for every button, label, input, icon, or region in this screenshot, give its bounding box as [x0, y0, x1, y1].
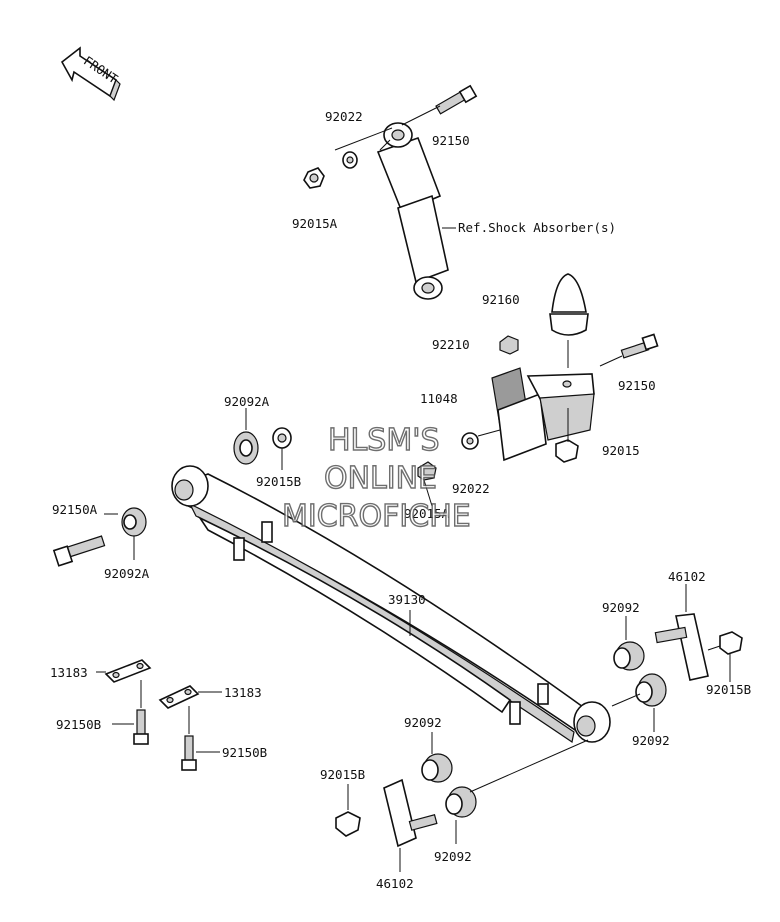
label-92150A: 92150A — [52, 502, 98, 517]
nut-92015B-bottom-icon — [335, 811, 361, 837]
label-92092A-bottom: 92092A — [104, 566, 150, 581]
leaf-spring-39130-icon — [171, 465, 611, 744]
bushing-92092-bottom-icon — [445, 786, 477, 818]
nut-92015B-right-icon — [719, 631, 743, 655]
shock-absorber-icon — [376, 122, 449, 300]
bolt-92150B-left-icon — [133, 709, 149, 745]
watermark-line1: HLSM'S — [328, 423, 440, 458]
bolt-92150B-right-icon — [181, 735, 197, 771]
bump-stop-92160-icon — [549, 273, 589, 368]
bracket-11048-icon — [491, 367, 595, 462]
label-39130: 39130 — [388, 592, 426, 607]
nut-92015-icon — [555, 439, 579, 463]
label-92150-mid: 92150 — [618, 378, 656, 393]
label-11048: 11048 — [420, 391, 458, 406]
watermark-line2: ONLINE — [324, 461, 437, 496]
label-92015A-top: 92015A — [292, 216, 338, 231]
label-92210: 92210 — [432, 337, 470, 352]
bushing-92092A-top-icon — [233, 431, 259, 465]
plate-13183-left-icon — [104, 659, 152, 683]
label-92092A-top: 92092A — [224, 394, 270, 409]
shackle-46102-right-icon — [654, 613, 709, 681]
label-92022-top: 92022 — [325, 109, 363, 124]
label-46102-right: 46102 — [668, 569, 706, 584]
label-92015A-mid: 92015A — [404, 506, 450, 521]
label-92092-right-bottom: 92092 — [632, 733, 670, 748]
label-92015B-right: 92015B — [706, 682, 751, 697]
nut-92015A-top-icon — [303, 167, 325, 189]
label-92092-right-top: 92092 — [602, 600, 640, 615]
label-92092-bottom: 92092 — [434, 849, 472, 864]
shackle-46102-bottom-icon — [383, 778, 438, 848]
label-92015B-left: 92015B — [256, 474, 301, 489]
plate-13183-right-icon — [158, 685, 200, 709]
bushing-92092-bottom-top-icon — [421, 753, 453, 783]
nut-92015B-left-icon — [272, 427, 292, 449]
nut-92015A-mid-icon — [417, 461, 437, 481]
label-92150B-left: 92150B — [56, 717, 101, 732]
label-92015B-bottom: 92015B — [320, 767, 365, 782]
bolt-92150-mid-icon — [620, 333, 659, 359]
bolt-92150A-icon — [52, 535, 106, 567]
front-arrow-icon: FRONT — [60, 46, 121, 102]
washer-92022-top-icon — [342, 151, 358, 169]
washer-92022-mid-icon — [461, 432, 479, 450]
watermark: HLSM'S ONLINE MICROFICHE — [281, 422, 471, 534]
label-92092-bottom-top: 92092 — [404, 715, 442, 730]
watermark-line3: MICROFICHE — [282, 499, 471, 534]
label-92150B-right: 92150B — [222, 745, 267, 760]
label-92015: 92015 — [602, 443, 640, 458]
label-92022-mid: 92022 — [452, 481, 490, 496]
label-ref-shock-absorber: Ref.Shock Absorber(s) — [458, 220, 616, 235]
label-92160: 92160 — [482, 292, 520, 307]
label-13183-left: 13183 — [50, 665, 88, 680]
label-46102-bottom: 46102 — [376, 876, 414, 891]
nut-92210-icon — [499, 335, 519, 355]
label-13183-right: 13183 — [224, 685, 262, 700]
bolt-92150-top-icon — [435, 84, 478, 115]
label-92150-top: 92150 — [432, 133, 470, 148]
bushing-92092-right-bottom-icon — [635, 673, 667, 707]
bushing-92092-right-top-icon — [613, 641, 645, 671]
bushing-92092A-bottom-icon — [121, 507, 147, 537]
